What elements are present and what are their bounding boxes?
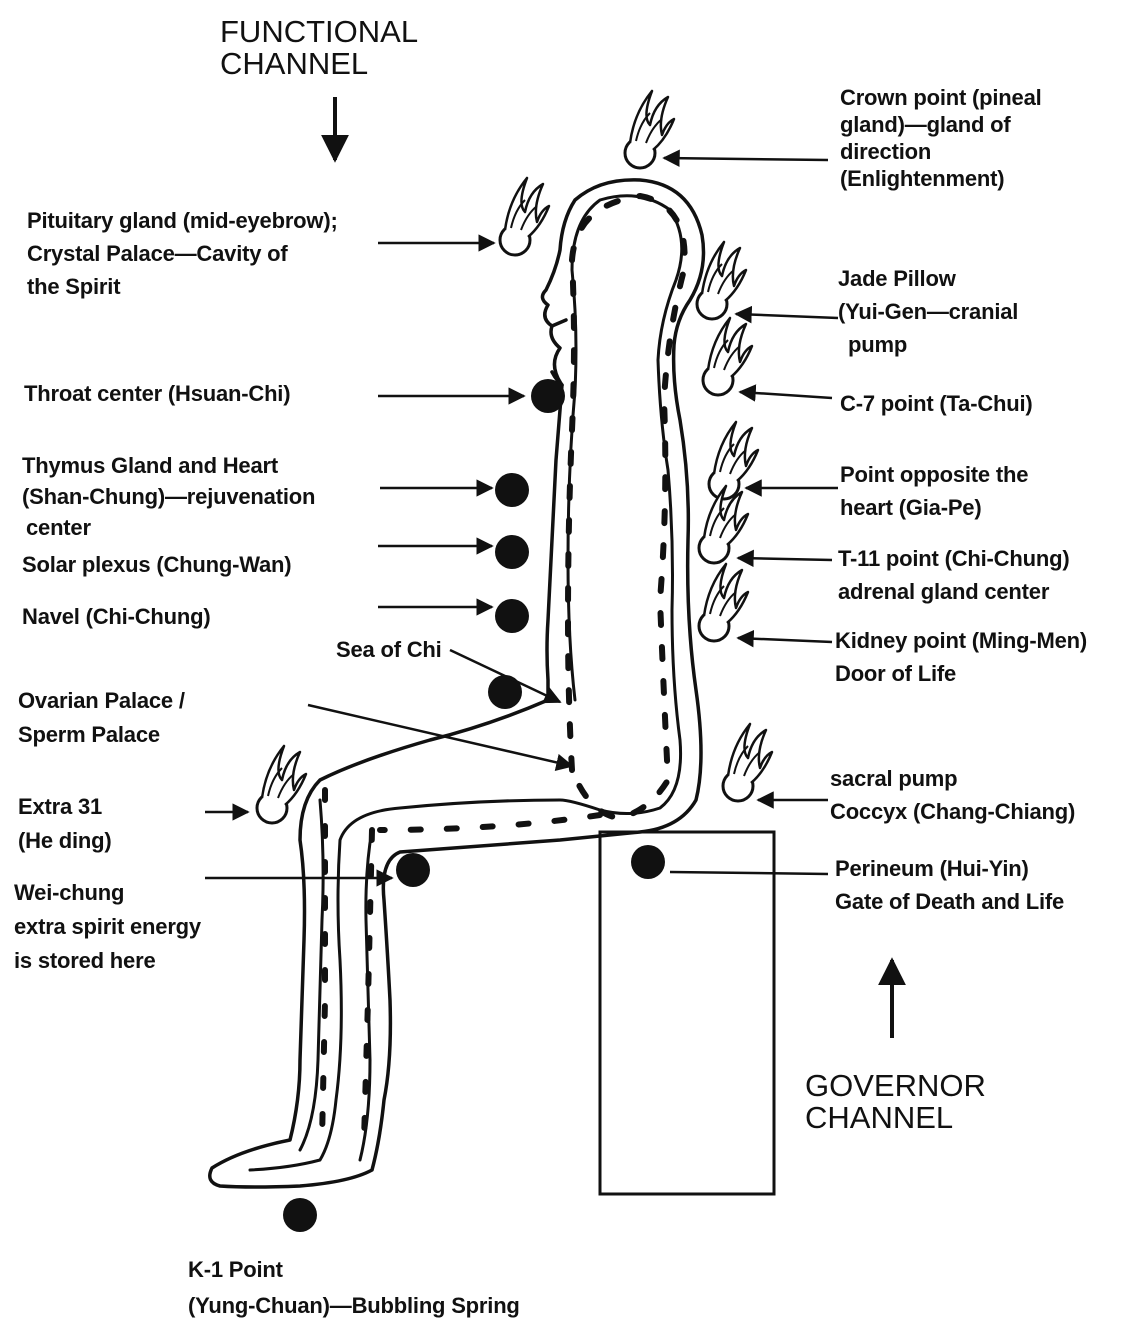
functional-points xyxy=(283,379,665,1232)
label-extra31: Extra 31 (He ding) xyxy=(18,790,112,858)
label-pituitary: Pituitary gland (mid-eyebrow); Crystal P… xyxy=(27,204,338,303)
label-kidney: Kidney point (Ming-Men) Door of Life xyxy=(835,624,1087,690)
solar-point xyxy=(495,535,529,569)
throat-point xyxy=(531,379,565,413)
label-weichung: Wei-chung extra spirit energy is stored … xyxy=(14,876,201,978)
label-jade-pillow: Jade Pillow (Yui-Gen—cranial pump xyxy=(838,262,1018,361)
ovarian-point xyxy=(488,675,522,709)
label-heart-opposite: Point opposite the heart (Gia-Pe) xyxy=(840,458,1028,524)
kidney-flame xyxy=(699,564,748,641)
extra31-flame xyxy=(257,746,306,823)
label-thymus: Thymus Gland and Heart (Shan-Chung)—reju… xyxy=(22,450,315,543)
body-outline xyxy=(210,180,704,1187)
label-t11: T-11 point (Chi-Chung) adrenal gland cen… xyxy=(838,542,1069,608)
pituitary-flame xyxy=(500,178,549,255)
k1-point xyxy=(283,1198,317,1232)
orbit-channel-dashes xyxy=(568,196,685,818)
label-perineum: Perineum (Hui-Yin) Gate of Death and Lif… xyxy=(835,852,1064,918)
sacral-flame xyxy=(723,724,772,801)
c7-flame xyxy=(703,318,752,395)
thymus-point xyxy=(495,473,529,507)
label-navel: Navel (Chi-Chung) xyxy=(22,603,210,630)
label-k1: K-1 Point (Yung-Chuan)—Bubbling Spring xyxy=(188,1252,520,1324)
label-c7: C-7 point (Ta-Chui) xyxy=(840,390,1033,417)
navel-point xyxy=(495,599,529,633)
perineum-point xyxy=(631,845,665,879)
leg-channel-dashes xyxy=(322,790,600,1140)
crown-flame xyxy=(625,91,674,168)
label-throat: Throat center (Hsuan-Chi) xyxy=(24,380,290,407)
seat-box xyxy=(600,832,774,1194)
label-sacral: sacral pump Coccyx (Chang-Chiang) xyxy=(830,762,1075,828)
label-sea-of-chi: Sea of Chi xyxy=(336,636,442,663)
label-solar: Solar plexus (Chung-Wan) xyxy=(22,551,291,578)
functional-channel-heading: FUNCTIONAL CHANNEL xyxy=(220,16,418,80)
governor-channel-heading: GOVERNOR CHANNEL xyxy=(805,1070,986,1134)
body-inner-line xyxy=(250,196,682,1170)
label-crown: Crown point (pineal gland)—gland of dire… xyxy=(840,84,1042,192)
label-ovarian: Ovarian Palace / Sperm Palace xyxy=(18,684,185,752)
weichung-point xyxy=(396,853,430,887)
